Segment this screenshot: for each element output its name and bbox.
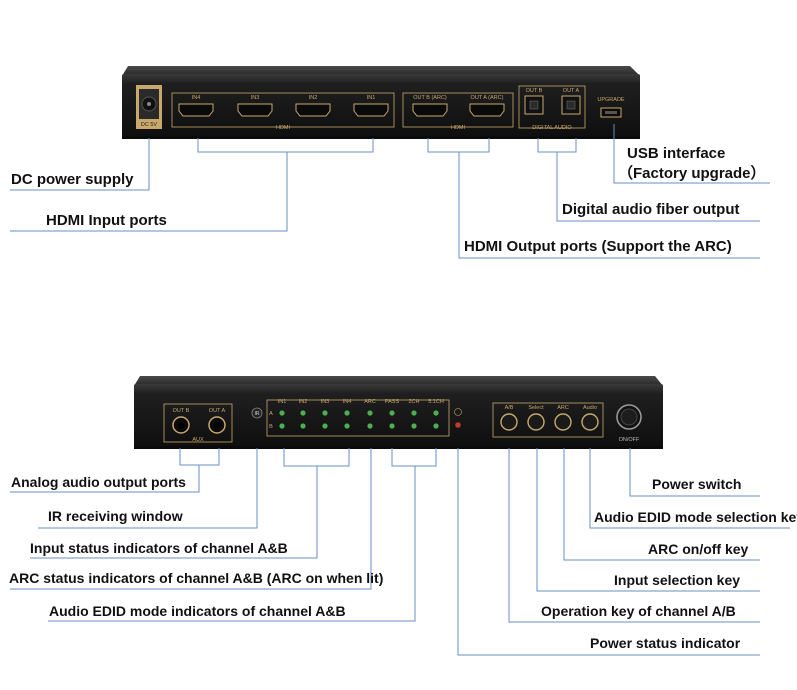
led: [411, 410, 417, 416]
ind-2ch-label: 2CH: [408, 399, 419, 405]
upgrade-label: UPGRADE: [597, 97, 625, 103]
ind-in1-label: IN1: [278, 399, 287, 405]
callout-analog-audio: Analog audio output ports: [11, 474, 186, 490]
hdmi-out-group-label: HDMI: [451, 125, 466, 131]
in1-label: IN1: [367, 95, 376, 101]
led: [389, 410, 395, 416]
led: [344, 423, 350, 429]
led: [279, 410, 285, 416]
aux-out-a-label: OUT A: [209, 408, 226, 414]
led: [411, 423, 417, 429]
button-frame: [492, 402, 604, 438]
led-row-a: [279, 410, 439, 416]
front-panel-device: OUT B OUT A AUX IR IN1 IN2 IN3 IN4 ARC P…: [134, 376, 663, 449]
callout-audio-edid-key: Audio EDID mode selection key: [594, 509, 797, 525]
led: [367, 423, 373, 429]
select-button[interactable]: [527, 413, 545, 431]
ind-51ch-label: 5.1CH: [428, 399, 444, 405]
btn-audio-label: Audio: [583, 405, 597, 411]
dc-label: DC 5V: [141, 122, 158, 128]
in3-label: IN3: [251, 95, 260, 101]
ind-in3-label: IN3: [321, 399, 330, 405]
aux-group-label: AUX: [192, 437, 204, 443]
led: [300, 423, 306, 429]
led: [389, 423, 395, 429]
led: [433, 410, 439, 416]
hdmi-in2-port: IN2: [295, 95, 331, 117]
callout-usb-interface: USB interface: [627, 145, 725, 162]
dc-power-jack: DC 5V: [136, 85, 162, 129]
ind-in2-label: IN2: [299, 399, 308, 405]
digital-audio-frame: [518, 85, 586, 129]
hdmi-in-group-label: HDMI: [276, 125, 291, 131]
ab-button[interactable]: [500, 413, 518, 431]
ind-pass-label: PASS: [385, 399, 400, 405]
hdmi-in1-port: IN1: [353, 95, 389, 117]
callout-power-status: Power status indicator: [590, 635, 741, 651]
led: [279, 423, 285, 429]
aux-out-a-jack: [208, 416, 226, 434]
out-b-arc-label: OUT B (ARC): [413, 95, 447, 101]
power-label: ON/OFF: [619, 437, 640, 443]
led: [300, 410, 306, 416]
row-b-label: B: [269, 424, 273, 430]
callout-ir-window: IR receiving window: [48, 508, 183, 524]
hdmi-output-frame: [402, 92, 514, 128]
in2-label: IN2: [309, 95, 318, 101]
callout-audio-edid-indicators: Audio EDID mode indicators of channel A&…: [49, 603, 346, 619]
led: [322, 410, 328, 416]
arc-button[interactable]: [554, 413, 572, 431]
aux-frame: [163, 403, 233, 443]
usb-upgrade-port: UPGRADE: [597, 97, 625, 118]
audio-button[interactable]: [581, 413, 599, 431]
led-row-b: [279, 423, 439, 429]
callout-fiber-output: Digital audio fiber output: [562, 201, 739, 218]
ir-window: IR: [251, 407, 263, 419]
optical-out-b-port: OUT B: [524, 88, 544, 115]
callout-hdmi-output: HDMI Output ports (Support the ARC): [464, 238, 732, 255]
ind-arc-label: ARC: [364, 399, 376, 405]
hdmi-input-frame: [171, 92, 395, 128]
callout-input-key: Input selection key: [614, 572, 740, 588]
indicator-frame: [266, 399, 450, 437]
in4-label: IN4: [192, 95, 201, 101]
callout-power-switch: Power switch: [652, 476, 741, 492]
hdmi-in3-port: IN3: [237, 95, 273, 117]
optical-out-a-port: OUT A: [561, 88, 581, 115]
ir-label: IR: [255, 411, 260, 417]
power-status-led: [454, 408, 462, 428]
hdmi-out-a-port: OUT A (ARC): [469, 95, 505, 117]
callout-dc-power: DC power supply: [11, 171, 134, 188]
callout-input-status: Input status indicators of channel A&B: [30, 540, 288, 556]
rear-panel-device: DC 5V HDMI IN4 IN3 IN2 IN1 HDMI OUT B (A…: [122, 66, 640, 139]
fiber-out-b-label: OUT B: [526, 88, 543, 94]
callout-hdmi-input: HDMI Input ports: [46, 212, 167, 229]
hdmi-out-b-port: OUT B (ARC): [412, 95, 448, 117]
led: [344, 410, 350, 416]
led: [367, 410, 373, 416]
hdmi-in4-port: IN4: [178, 95, 214, 117]
row-a-label: A: [269, 411, 273, 417]
callout-arc-status: ARC status indicators of channel A&B (AR…: [9, 570, 383, 586]
callout-factory-upgrade: （Factory upgrade）: [618, 164, 766, 182]
callout-arc-key: ARC on/off key: [648, 541, 749, 557]
callout-operation-key: Operation key of channel A/B: [541, 603, 736, 619]
rear-leader-lines: [10, 124, 770, 259]
fiber-out-a-label: OUT A: [563, 88, 580, 94]
aux-out-b-label: OUT B: [173, 408, 190, 414]
front-leader-lines: [10, 448, 790, 656]
out-a-arc-label: OUT A (ARC): [471, 95, 504, 101]
led: [322, 423, 328, 429]
led: [433, 423, 439, 429]
digital-audio-group-label: DIGITAL AUDIO: [532, 125, 572, 131]
ind-in4-label: IN4: [343, 399, 352, 405]
btn-arc-label: ARC: [557, 405, 569, 411]
aux-out-b-jack: [172, 416, 190, 434]
btn-ab-label: A/B: [505, 405, 514, 411]
btn-select-label: Select: [528, 405, 544, 411]
